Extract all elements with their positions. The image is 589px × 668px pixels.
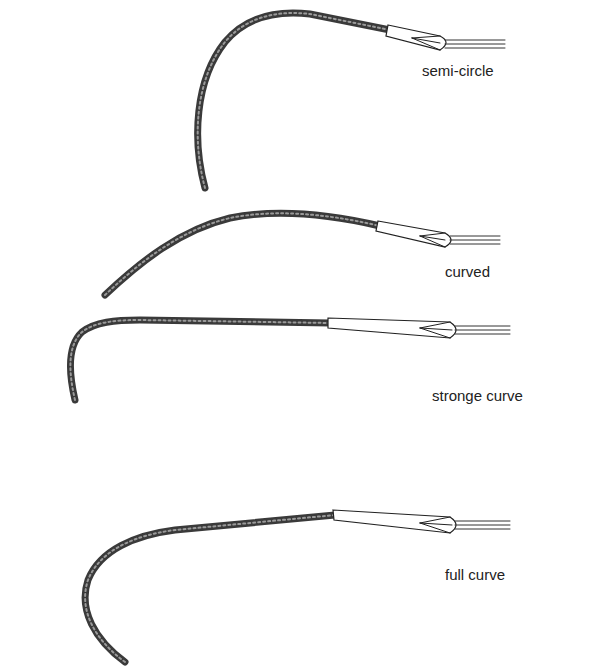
needle-swage — [386, 25, 446, 50]
needle-label: full curve — [445, 566, 505, 584]
needle-swage — [333, 510, 456, 533]
needle-label: semi-circle — [422, 62, 494, 80]
suture-thread — [455, 326, 510, 334]
needle-label: curved — [445, 263, 490, 281]
swage-lines — [420, 322, 452, 338]
needle-texture — [198, 13, 390, 188]
needle-label: stronge curve — [432, 387, 523, 405]
swage-lines — [420, 233, 445, 247]
needle-texture — [70, 320, 330, 400]
needle-body — [85, 515, 335, 662]
suture-thread — [455, 521, 510, 529]
needle-texture — [85, 515, 335, 662]
swage-lines — [420, 517, 452, 533]
needle-body — [105, 213, 380, 295]
swage-lines — [412, 36, 440, 50]
needle-body — [70, 320, 330, 400]
suture-thread — [450, 236, 500, 244]
needle-texture — [105, 213, 380, 295]
needle-body — [198, 13, 390, 188]
suture-thread — [445, 40, 505, 48]
needle-swage — [376, 221, 451, 247]
needle-swage — [328, 318, 456, 338]
